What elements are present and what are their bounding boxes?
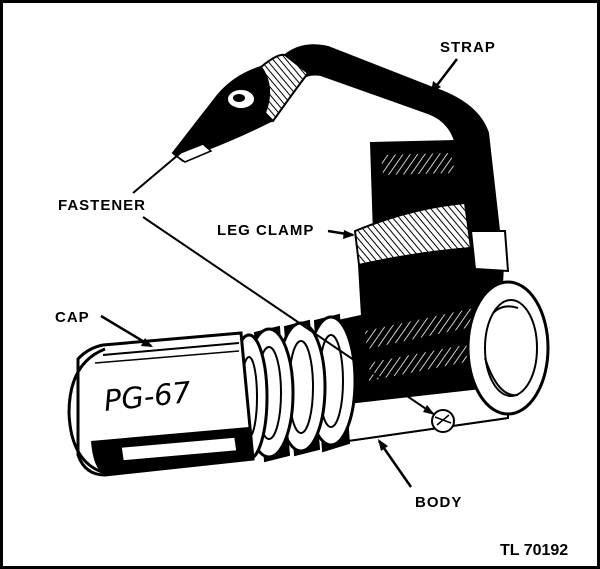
- fastener-screw: [431, 409, 455, 433]
- fastener-label-text: FASTENER: [58, 197, 146, 214]
- strap-label: STRAP: [430, 39, 496, 94]
- cap-label-text: CAP: [55, 309, 90, 326]
- cap-leader: [100, 314, 152, 348]
- cap-label: CAP: [55, 309, 153, 348]
- fastener-leader-upper: [132, 106, 236, 194]
- fastener-label: FASTENER: [58, 106, 436, 416]
- figure-id: TL 70192: [500, 542, 568, 559]
- strap-label-text: STRAP: [440, 39, 496, 56]
- body-label: BODY: [377, 439, 462, 511]
- body-label-text: BODY: [415, 494, 462, 511]
- cap: PG-67: [67, 331, 255, 477]
- body-leader: [377, 440, 413, 488]
- leg-clamp-label-text: LEG CLAMP: [217, 222, 314, 239]
- fastener-leader-lower: [142, 216, 436, 416]
- pipe-gauge-illustration: PG-67 STRAP FASTENER LEG CLAMP CAP BODY …: [55, 39, 568, 559]
- leg-clamp-label: LEG CLAMP: [217, 222, 355, 239]
